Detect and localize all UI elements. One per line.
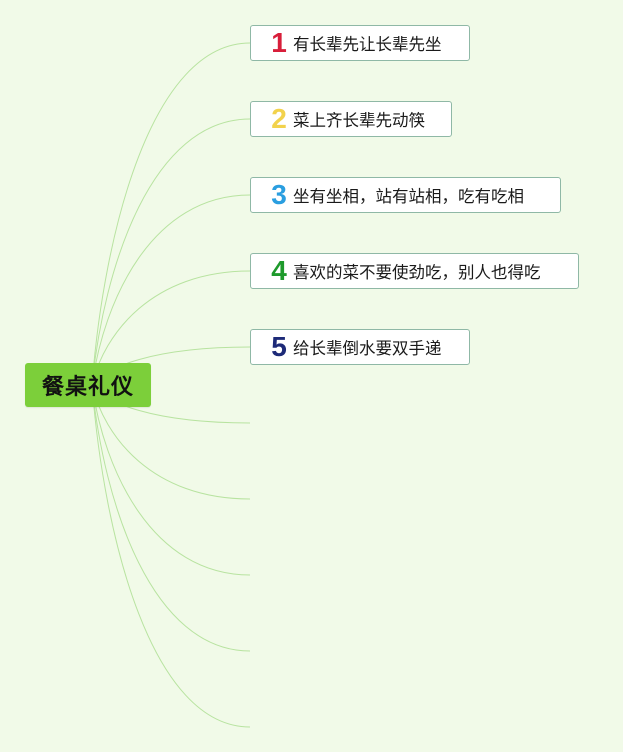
branch-link-10 [91,384,251,728]
number-1-icon: 1 [271,27,287,58]
subtopic-2[interactable]: 2 菜上齐长辈先动筷 [250,101,452,137]
subtopic-4[interactable]: 4 喜欢的菜不要使劲吃，别人也得吃 [250,253,579,289]
branch-link-9 [91,384,251,652]
root-topic[interactable]: 餐桌礼仪 [25,363,151,407]
subtopic-2-label: 菜上齐长辈先动筷 [293,111,425,130]
number-2-icon: 2 [271,103,287,134]
branch-link-3 [91,194,251,386]
number-4-icon: 4 [271,255,287,286]
branch-link-8 [91,384,251,576]
branch-link-1 [91,42,251,386]
branch-link-2 [91,118,251,386]
number-3-icon: 3 [271,179,287,210]
subtopic-5-label: 给长辈倒水要双手递 [293,339,442,358]
subtopic-3-label: 坐有坐相，站有站相，吃有吃相 [293,187,524,206]
subtopic-1[interactable]: 1 有长辈先让长辈先坐 [250,25,470,61]
subtopic-5[interactable]: 5 给长辈倒水要双手递 [250,329,470,365]
subtopic-4-label: 喜欢的菜不要使劲吃，别人也得吃 [293,263,541,282]
number-5-icon: 5 [271,331,287,362]
subtopic-1-label: 有长辈先让长辈先坐 [293,35,442,54]
subtopic-3[interactable]: 3 坐有坐相，站有站相，吃有吃相 [250,177,561,213]
root-topic-label: 餐桌礼仪 [41,375,134,400]
